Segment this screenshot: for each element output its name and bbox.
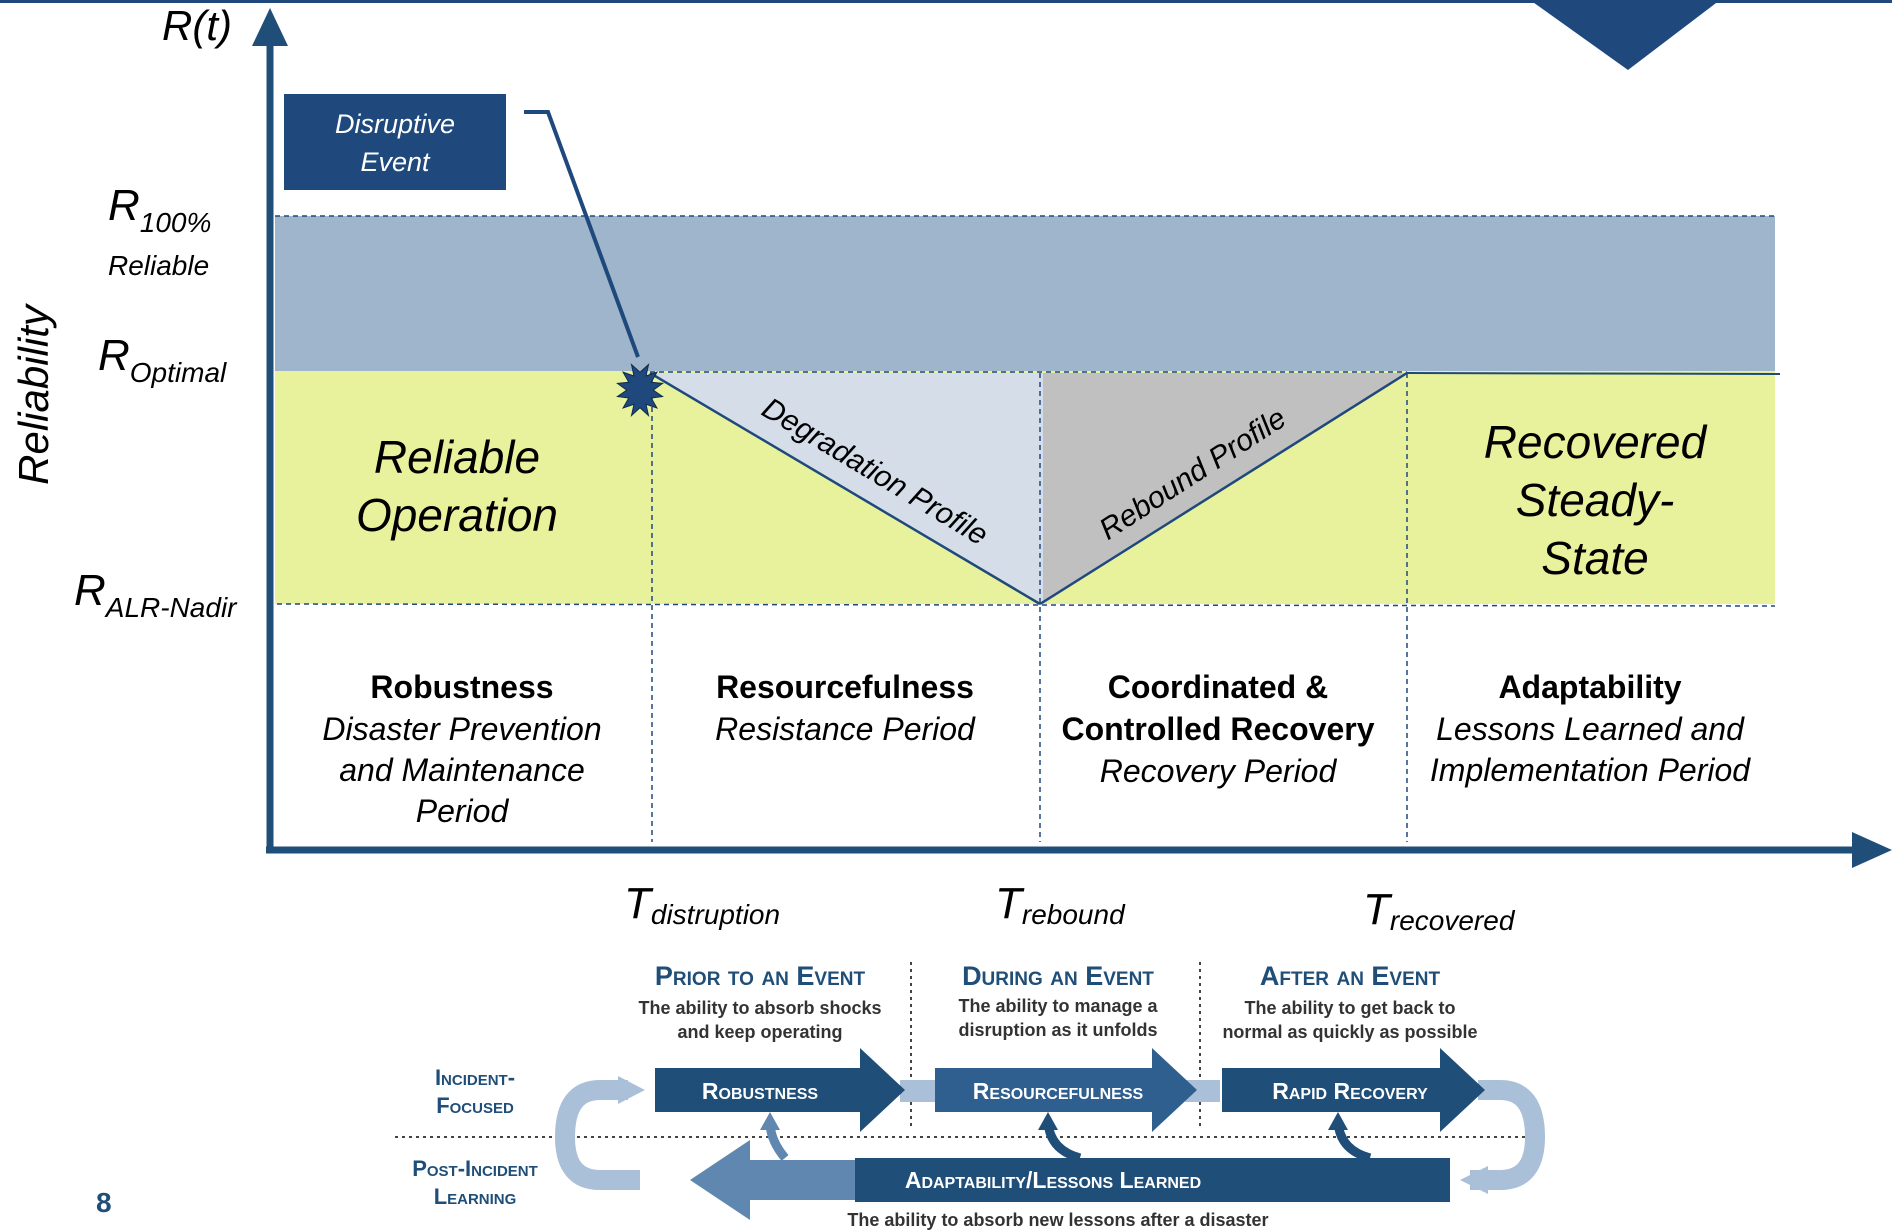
post-incident-line1: Post-Incident	[412, 1156, 538, 1181]
phase-robustness: Robustness Disaster Prevention and Maint…	[322, 669, 601, 829]
header-after-desc: The ability to get back to	[1244, 998, 1455, 1018]
rapid-recovery-arrow-label: Rapid Recovery	[1272, 1078, 1428, 1104]
callout-leader-line	[524, 110, 640, 358]
header-prior: Prior to an Event	[655, 961, 866, 991]
bottom-caption: The ability to absorb new lessons after …	[847, 1210, 1268, 1230]
phase-subtitle: Implementation Period	[1430, 752, 1751, 788]
header-during: During an Event	[962, 961, 1154, 991]
left-loop	[554, 1080, 640, 1190]
header-after: After an Event	[1260, 961, 1441, 991]
resourcefulness-arrow-label: Resourcefulness	[973, 1078, 1144, 1104]
t-rebound-label: Trebound	[995, 879, 1126, 930]
incident-focused-line2: Focused	[436, 1093, 514, 1118]
r100-label: R100%	[108, 181, 211, 238]
top-rule	[0, 0, 1892, 3]
band-100-to-optimal	[275, 216, 1775, 371]
phase-subtitle: Disaster Prevention	[322, 711, 601, 747]
header-during-desc: The ability to manage a	[958, 996, 1158, 1016]
phase-title: Controlled Recovery	[1062, 711, 1375, 747]
feedback-arrowhead-1	[760, 1112, 780, 1130]
phase-subtitle: Recovery Period	[1100, 753, 1338, 789]
page-number: 8	[96, 1187, 112, 1218]
corner-triangle	[1530, 0, 1720, 70]
nadir-dashed-line	[267, 603, 1776, 607]
resilience-cycle-diagram: Prior to an Event The ability to absorb …	[395, 961, 1546, 1230]
t-recovered-label: Trecovered	[1363, 885, 1516, 936]
phase-subtitle: Period	[416, 793, 510, 829]
adaptability-arrow-body	[855, 1158, 1450, 1202]
phase-title: Resourcefulness	[716, 669, 974, 705]
resourcefulness-arrow	[935, 1048, 1197, 1132]
robustness-arrow	[655, 1048, 905, 1132]
phase-title: Coordinated &	[1108, 669, 1328, 705]
recovered-line2: Steady-	[1516, 474, 1675, 526]
right-loop-arrowhead	[1460, 1166, 1488, 1194]
feedback-arrowhead-2	[1038, 1112, 1058, 1130]
right-loop	[1470, 1080, 1546, 1190]
disruption-starburst-core	[628, 378, 652, 402]
phase-resourcefulness: Resourcefulness Resistance Period	[715, 669, 976, 747]
optimal-level-line	[1406, 372, 1781, 375]
feedback-arrowhead-3	[1328, 1112, 1348, 1130]
recovered-line1: Recovered	[1484, 416, 1708, 468]
robustness-arrow-label: Robustness	[702, 1078, 819, 1104]
optimal-label: ROptimal	[98, 331, 227, 388]
connector-band-2	[1185, 1080, 1220, 1102]
disruptive-event-line1: Disruptive	[335, 109, 455, 139]
disruptive-event-line2: Event	[360, 147, 431, 177]
rebound-line	[1039, 371, 1408, 606]
header-after-desc: normal as quickly as possible	[1222, 1022, 1477, 1042]
header-prior-desc: and keep operating	[677, 1022, 842, 1042]
incident-focused-line1: Incident-	[435, 1065, 515, 1090]
rapid-recovery-arrow	[1222, 1048, 1485, 1132]
header-prior-desc: The ability to absorb shocks	[638, 998, 881, 1018]
phase-subtitle: Resistance Period	[715, 711, 976, 747]
reliable-operation-line2: Operation	[356, 489, 558, 541]
x-axis-arrowhead	[1852, 832, 1892, 868]
phase-title: Adaptability	[1498, 669, 1681, 705]
connector-band-1	[900, 1080, 935, 1102]
header-during-desc: disruption as it unfolds	[959, 1020, 1158, 1040]
phase-adaptability: Adaptability Lessons Learned and Impleme…	[1430, 669, 1751, 788]
t-distruption-label: Tdistruption	[624, 879, 780, 930]
nadir-label: RALR-Nadir	[74, 566, 238, 623]
reliable-operation-line1: Reliable	[374, 431, 540, 483]
phase-title: Robustness	[370, 669, 553, 705]
disruptive-event-box	[282, 92, 508, 192]
degradation-line	[649, 371, 1041, 606]
y-axis-label: Reliability	[10, 302, 57, 485]
y-axis-title: R(t)	[162, 2, 232, 49]
phase-subtitle: and Maintenance	[339, 752, 585, 788]
phase-subtitle: Lessons Learned and	[1436, 711, 1745, 747]
adaptability-arrow-label: Adaptability/Lessons Learned	[905, 1167, 1201, 1193]
left-loop-arrowhead	[618, 1076, 645, 1104]
post-incident-line2: Learning	[434, 1184, 517, 1209]
recovered-line3: State	[1541, 532, 1648, 584]
phase-coordinated-recovery: Coordinated & Controlled Recovery Recove…	[1062, 669, 1375, 789]
y-axis-arrowhead	[252, 8, 288, 46]
r100-note: Reliable	[108, 250, 209, 281]
